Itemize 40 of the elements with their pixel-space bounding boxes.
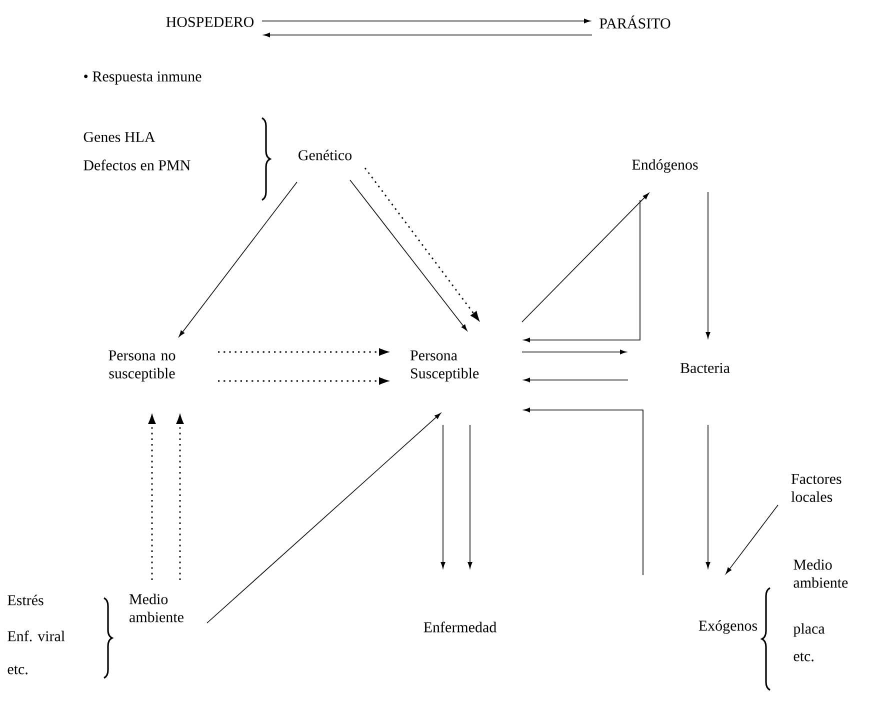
arrow — [264, 32, 592, 38]
node-label: Endógenos — [632, 159, 698, 173]
arrow — [262, 18, 590, 24]
arrow — [706, 192, 710, 338]
node-label: Bacteria — [680, 362, 730, 374]
label: • Respuesta inmune — [84, 71, 202, 85]
label: Enf. viral — [8, 630, 65, 642]
arrow — [706, 424, 710, 568]
node-label: Persona no susceptible — [108, 350, 176, 382]
node-label: Enfermedad — [424, 622, 496, 632]
node-label: Exógenos — [698, 620, 758, 634]
arrow — [148, 413, 156, 580]
arrow — [468, 424, 472, 568]
arrow — [218, 377, 390, 385]
arrow — [524, 200, 640, 342]
label: Medio ambiente — [794, 559, 848, 588]
arrow — [206, 412, 441, 624]
node-label: Persona Susceptible — [410, 350, 479, 382]
arrow — [218, 348, 390, 356]
arrow — [178, 182, 298, 337]
label: Estrés — [8, 594, 44, 606]
node-label: HOSPEDERO — [166, 16, 254, 28]
label: etc. — [794, 652, 814, 662]
node-label: Medio ambiente — [129, 594, 184, 622]
arrow — [524, 408, 644, 576]
node-label: Genético — [298, 150, 352, 160]
label: etc. — [8, 666, 28, 674]
arrow — [440, 424, 446, 568]
arrow — [522, 350, 626, 354]
node-label: Factores locales — [791, 474, 842, 502]
label: Genes HLA — [84, 132, 156, 142]
label: Defectos en PMN — [84, 160, 190, 170]
label: placa — [793, 623, 825, 637]
arrow — [176, 413, 184, 580]
arrow — [524, 378, 628, 382]
node-label: PARÁSITO — [600, 15, 670, 28]
arrow — [364, 168, 480, 322]
arrow — [726, 504, 778, 574]
arrow — [522, 193, 650, 322]
arrow — [350, 180, 468, 331]
